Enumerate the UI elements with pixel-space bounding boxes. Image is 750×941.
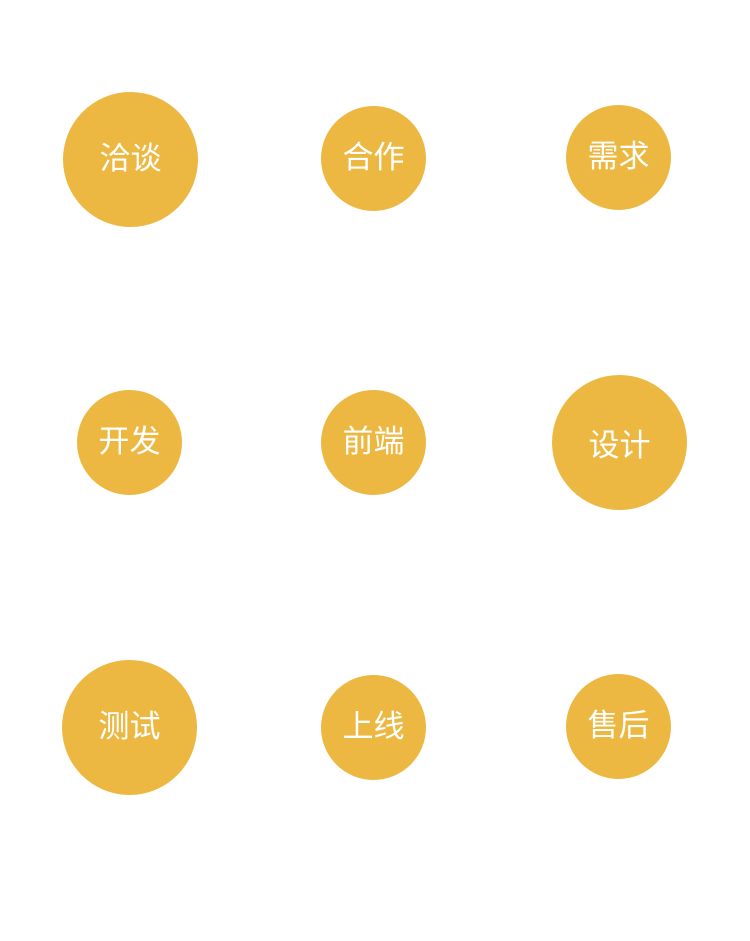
- step-label: 需求: [587, 139, 650, 175]
- step-label: 设计: [588, 428, 651, 464]
- step-frontend[interactable]: 前端: [321, 390, 426, 495]
- step-cooperation[interactable]: 合作: [321, 106, 426, 211]
- step-launch[interactable]: 上线: [321, 675, 426, 780]
- step-label: 洽谈: [99, 141, 162, 177]
- step-development[interactable]: 开发: [77, 390, 182, 495]
- step-label: 前端: [342, 424, 405, 460]
- step-requirements[interactable]: 需求: [566, 105, 671, 210]
- step-testing[interactable]: 测试: [62, 660, 197, 795]
- step-label: 测试: [98, 709, 161, 745]
- step-label: 售后: [587, 708, 650, 744]
- step-label: 合作: [342, 140, 405, 176]
- step-after-sales[interactable]: 售后: [566, 674, 671, 779]
- step-negotiation[interactable]: 洽谈: [63, 92, 198, 227]
- step-label: 开发: [98, 424, 161, 460]
- step-label: 上线: [342, 709, 405, 745]
- step-design[interactable]: 设计: [552, 375, 687, 510]
